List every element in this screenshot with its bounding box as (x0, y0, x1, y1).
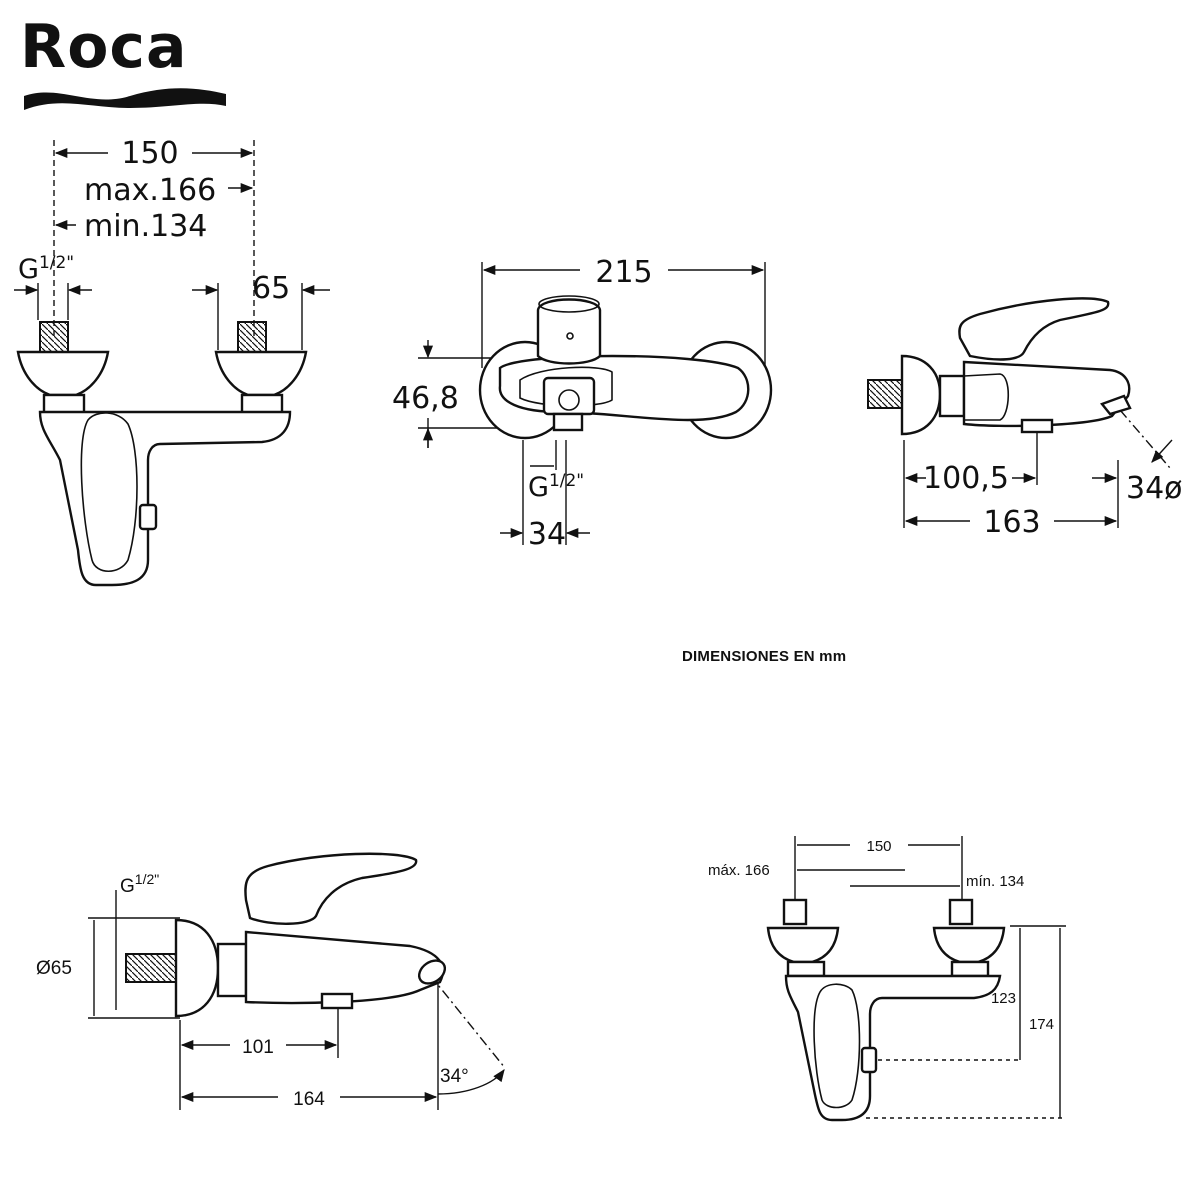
dim-max-166: max.166 (84, 173, 216, 208)
dim-angle-34: 34° (440, 1066, 469, 1087)
thread-label: G1/2" (18, 253, 74, 285)
dim-46-8: 46,8 (392, 381, 459, 416)
dim-174: 174 (1029, 1016, 1054, 1033)
front-view-top: 150 max.166 min.134 G1/2" 65 (14, 136, 330, 587)
thread-label: G1/2" (120, 871, 159, 897)
dim-150: 150 (121, 136, 178, 171)
dim-123: 123 (991, 990, 1016, 1007)
logo-wave-icon (24, 88, 226, 110)
dimensions-caption: DIMENSIONES EN mm (682, 648, 847, 665)
side-view-bottom: G1/2" Ø65 101 164 34° (36, 852, 506, 1110)
dim-101: 101 (242, 1037, 274, 1058)
dim-164: 164 (293, 1089, 325, 1110)
top-view: 215 46,8 G1/2" 34 (392, 255, 773, 552)
dim-150: 150 (866, 838, 891, 855)
dim-max-166: máx. 166 (708, 862, 770, 879)
dim-34-dia: 34ø (1126, 471, 1183, 506)
dim-34: 34 (528, 517, 566, 552)
roca-logo: Roca (20, 12, 230, 110)
dim-dia-65: Ø65 (36, 958, 72, 979)
dim-min-134: min.134 (84, 209, 207, 244)
dim-100-5: 100,5 (923, 461, 1009, 496)
side-view-top: 100,5 163 34ø (867, 297, 1183, 540)
dim-163: 163 (983, 505, 1040, 540)
dim-65: 65 (252, 271, 290, 306)
dim-215: 215 (595, 255, 652, 290)
logo-wordmark: Roca (20, 12, 188, 82)
dim-min-134: mín. 134 (966, 873, 1024, 890)
front-view-bottom: 150 máx. 166 mín. 134 123 174 (708, 836, 1066, 1122)
thread-label: G1/2" (528, 471, 584, 503)
